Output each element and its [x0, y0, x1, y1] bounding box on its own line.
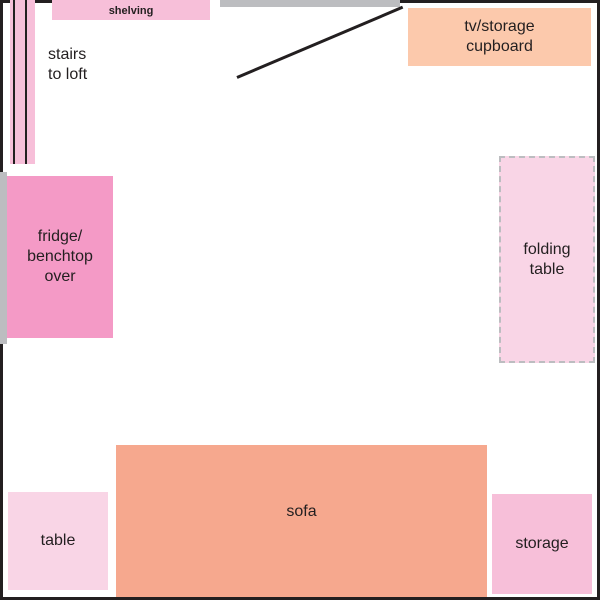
door-swing-line: [236, 5, 404, 79]
fridge-benchtop[interactable]: fridge/ benchtop over: [7, 176, 113, 338]
shelving[interactable]: shelving: [52, 0, 210, 20]
sofa-label: sofa: [286, 503, 317, 520]
folding-table[interactable]: folding table: [499, 156, 595, 363]
storage-label: storage: [515, 535, 569, 552]
storage[interactable]: storage: [492, 494, 592, 594]
top-window-opening: [220, 0, 400, 7]
table-label: table: [40, 532, 76, 549]
table[interactable]: table: [8, 492, 108, 590]
fridge-label: fridge/ benchtop over: [27, 228, 93, 285]
stair-tread-line: [13, 0, 15, 164]
tv-storage-label: tv/storage cupboard: [464, 18, 535, 55]
stair-tread-line: [25, 0, 27, 164]
shelving-label: shelving: [108, 4, 154, 17]
wall-bottom: [0, 597, 600, 600]
folding-table-label: folding table: [523, 240, 571, 278]
wall-right: [597, 0, 600, 600]
left-door-opening: [0, 172, 7, 344]
wall-top-right: [400, 0, 600, 3]
tv-storage-cupboard[interactable]: tv/storage cupboard: [408, 8, 591, 66]
stairs-label: stairs to loft: [48, 46, 88, 83]
sofa[interactable]: sofa: [116, 445, 487, 597]
